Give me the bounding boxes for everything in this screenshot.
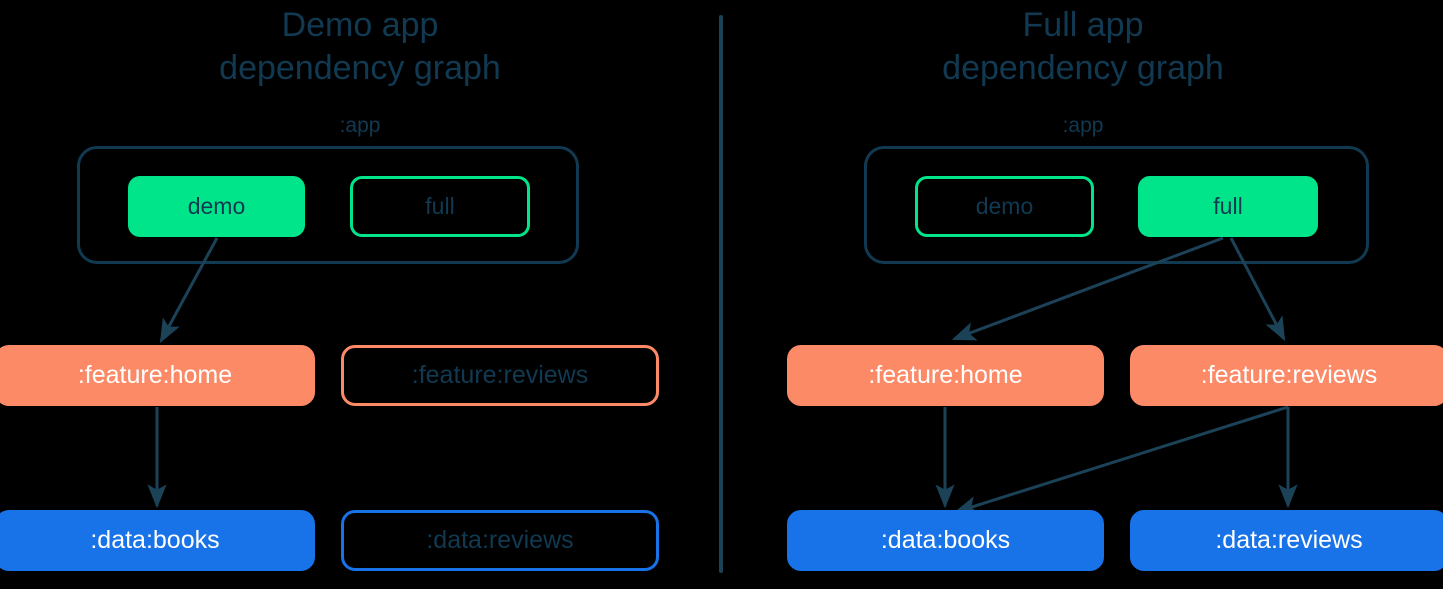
- panel-title-full: Full app dependency graph: [942, 6, 1224, 87]
- node-feature-reviews-left[interactable]: :feature:reviews: [341, 345, 659, 406]
- edge-feature-reviews-to-data-books: [953, 405, 1289, 515]
- node-data-books-left[interactable]: :data:books: [0, 510, 315, 571]
- node-feature-home-right[interactable]: :feature:home: [787, 345, 1104, 406]
- node-data-books-right[interactable]: :data:books: [787, 510, 1104, 571]
- node-data-reviews-right[interactable]: :data:reviews: [1130, 510, 1443, 571]
- node-full-right[interactable]: full: [1138, 176, 1318, 237]
- node-full-left[interactable]: full: [350, 176, 530, 237]
- group-label-app-left: :app: [339, 114, 381, 137]
- node-feature-reviews-right[interactable]: :feature:reviews: [1130, 345, 1443, 406]
- panel-demo-app: Demo app dependency graph :app demo full…: [0, 0, 720, 589]
- group-label-app-right: :app: [1062, 114, 1104, 137]
- node-demo-right[interactable]: demo: [915, 176, 1094, 237]
- node-feature-home-left[interactable]: :feature:home: [0, 345, 315, 406]
- panel-full-app: Full app dependency graph :app demo full…: [723, 0, 1443, 589]
- node-data-reviews-left[interactable]: :data:reviews: [341, 510, 659, 571]
- panel-title-demo: Demo app dependency graph: [219, 6, 501, 87]
- node-demo-left[interactable]: demo: [128, 176, 305, 237]
- panel-divider: [719, 15, 723, 573]
- group-box-app-left: [77, 146, 579, 264]
